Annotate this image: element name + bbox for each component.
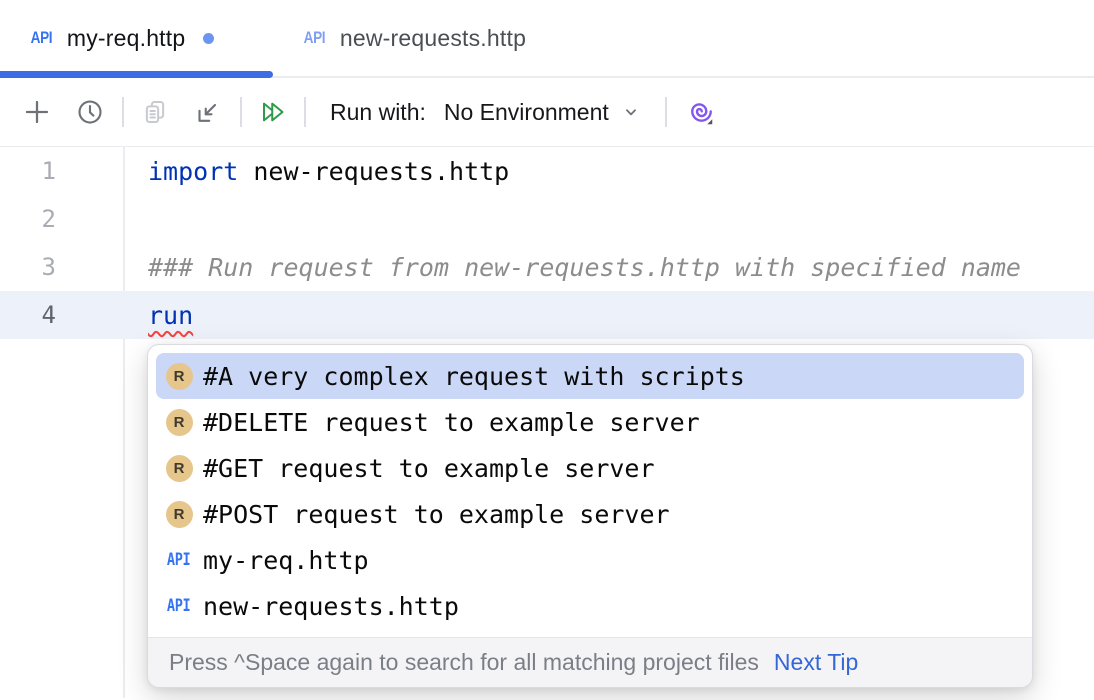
- completion-item[interactable]: API my-req.http: [156, 537, 1024, 583]
- line-number: 3: [41, 253, 56, 281]
- completion-item-label: #DELETE request to example server: [203, 407, 700, 437]
- completion-item[interactable]: R #DELETE request to example server: [156, 399, 1024, 445]
- request-badge: R: [165, 362, 193, 390]
- completion-item-label: new-requests.http: [203, 591, 459, 621]
- next-tip-link[interactable]: Next Tip: [773, 649, 859, 675]
- request-icon: R: [164, 454, 194, 482]
- api-file-icon: API: [30, 28, 53, 47]
- completion-item-label: #A very complex request with scripts: [203, 361, 745, 391]
- completion-item[interactable]: R #POST request to example server: [156, 491, 1024, 537]
- toolbar-separator: [304, 97, 306, 127]
- http-client-toolbar: Run with: No Environment: [0, 78, 1094, 147]
- toolbar-separator: [664, 97, 667, 127]
- active-tab-underline: [0, 71, 273, 78]
- code-segment-plain: new-requests.http: [238, 156, 510, 186]
- toolbar-separator: [122, 97, 124, 127]
- copy-icon[interactable]: [140, 97, 170, 127]
- code-segment-comment: ### Run request from new-requests.http w…: [148, 252, 1021, 282]
- api-file-icon: API: [167, 596, 191, 616]
- ai-assistant-icon[interactable]: [685, 97, 715, 127]
- chevron-down-icon: [619, 100, 643, 124]
- import-icon[interactable]: [193, 97, 223, 127]
- editor-line[interactable]: 2: [0, 195, 1094, 243]
- api-file-icon: API: [303, 28, 326, 47]
- run-with-label: Run with:: [330, 98, 426, 125]
- completion-item-label: my-req.http: [203, 545, 369, 575]
- line-number: 4: [41, 301, 56, 329]
- completion-footer: Press ^Space again to search for all mat…: [148, 637, 1032, 687]
- environment-value: No Environment: [443, 98, 609, 125]
- code-segment-keyword-error: run: [148, 300, 194, 330]
- code-segment-keyword: import: [148, 156, 239, 186]
- api-file-icon: API: [167, 550, 191, 570]
- line-number: 1: [41, 157, 56, 185]
- environment-dropdown[interactable]: No Environment: [444, 99, 643, 126]
- request-icon: R: [164, 362, 194, 390]
- run-all-icon[interactable]: [258, 97, 288, 127]
- tab-label: my-req.http: [66, 24, 186, 51]
- tab-new-requests-http[interactable]: API new-requests.http: [273, 0, 526, 76]
- modified-dot-icon: [203, 32, 215, 44]
- editor-lines: 1 import new-requests.http 2 3 ### Run reque…: [0, 147, 1094, 339]
- editor-line[interactable]: 1 import new-requests.http: [0, 147, 1094, 195]
- request-icon: R: [164, 500, 194, 528]
- editor-tab-bar: API my-req.http API new-requests.http: [0, 0, 1094, 78]
- completion-item[interactable]: R #GET request to example server: [156, 445, 1024, 491]
- completion-item[interactable]: API new-requests.http: [156, 583, 1024, 629]
- request-icon: R: [164, 408, 194, 436]
- editor-line[interactable]: 3 ### Run request from new-requests.http …: [0, 243, 1094, 291]
- request-badge: R: [165, 500, 193, 528]
- editor-line[interactable]: 4 run: [0, 291, 1094, 339]
- toolbar-separator: [240, 97, 242, 127]
- request-badge: R: [165, 454, 193, 482]
- completion-item[interactable]: R #A very complex request with scripts: [156, 353, 1024, 399]
- completion-item-label: #GET request to example server: [203, 453, 655, 483]
- tab-label: new-requests.http: [339, 24, 527, 51]
- tab-my-req-http[interactable]: API my-req.http: [0, 0, 273, 76]
- completion-item-label: #POST request to example server: [203, 499, 670, 529]
- history-icon[interactable]: [75, 97, 105, 127]
- line-number: 2: [41, 205, 56, 233]
- completion-hint: Press ^Space again to search for all mat…: [169, 649, 759, 675]
- request-badge: R: [165, 408, 193, 436]
- code-text: run: [148, 301, 193, 330]
- gutter-divider: [123, 147, 125, 698]
- add-icon[interactable]: [22, 97, 52, 127]
- code-text: ### Run request from new-requests.http w…: [148, 253, 1021, 282]
- code-text: import new-requests.http: [148, 157, 509, 186]
